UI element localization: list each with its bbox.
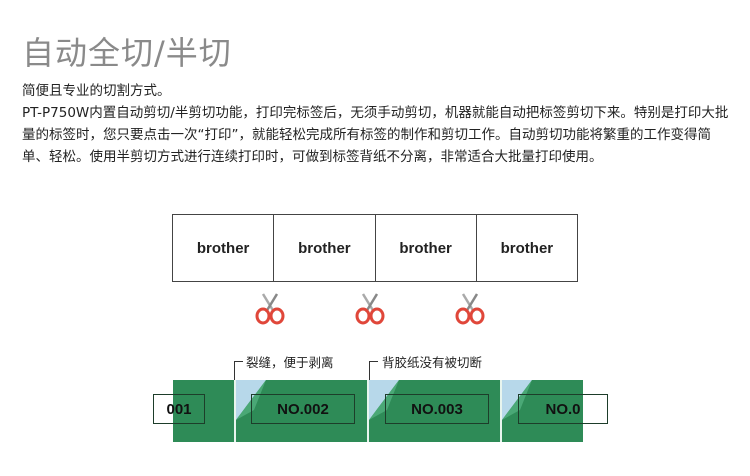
tape-label: NO.002 [251, 394, 355, 424]
strip-label: brother [274, 215, 376, 281]
strip-label: brother [500, 239, 554, 257]
strip-label: brother [376, 215, 477, 281]
label-strip: brother brother brother brother [172, 214, 578, 282]
intro-text: 简便且专业的切割方式。 [22, 83, 171, 99]
callout-backing: 背胶纸没有被切断 [382, 355, 483, 370]
peel-corner-icon [369, 380, 399, 420]
scissors-icon [455, 293, 485, 325]
callout-leader [369, 361, 378, 380]
callout-leader [234, 361, 243, 380]
scissors-icon [355, 293, 385, 325]
tape-label: NO.003 [385, 394, 489, 424]
cut-gap [367, 380, 369, 442]
tape-label: 001 [153, 394, 205, 424]
cut-gap [500, 380, 502, 442]
tape-label: NO.0 [518, 394, 608, 424]
strip-label: brother [173, 215, 275, 281]
half-cut-tape: 001 NO.002 NO.003 NO.0 [153, 380, 608, 442]
peel-corner-icon [502, 380, 532, 420]
scissors-icon [255, 293, 285, 325]
body-text: PT-P750W内置自动剪切/半剪切功能，打印完标签后，无须手动剪切，机器就能自… [22, 105, 729, 165]
page-title: 自动全切/半切 [22, 34, 232, 72]
callout-seam: 裂缝，便于剥离 [246, 355, 334, 370]
cut-gap [234, 380, 236, 442]
